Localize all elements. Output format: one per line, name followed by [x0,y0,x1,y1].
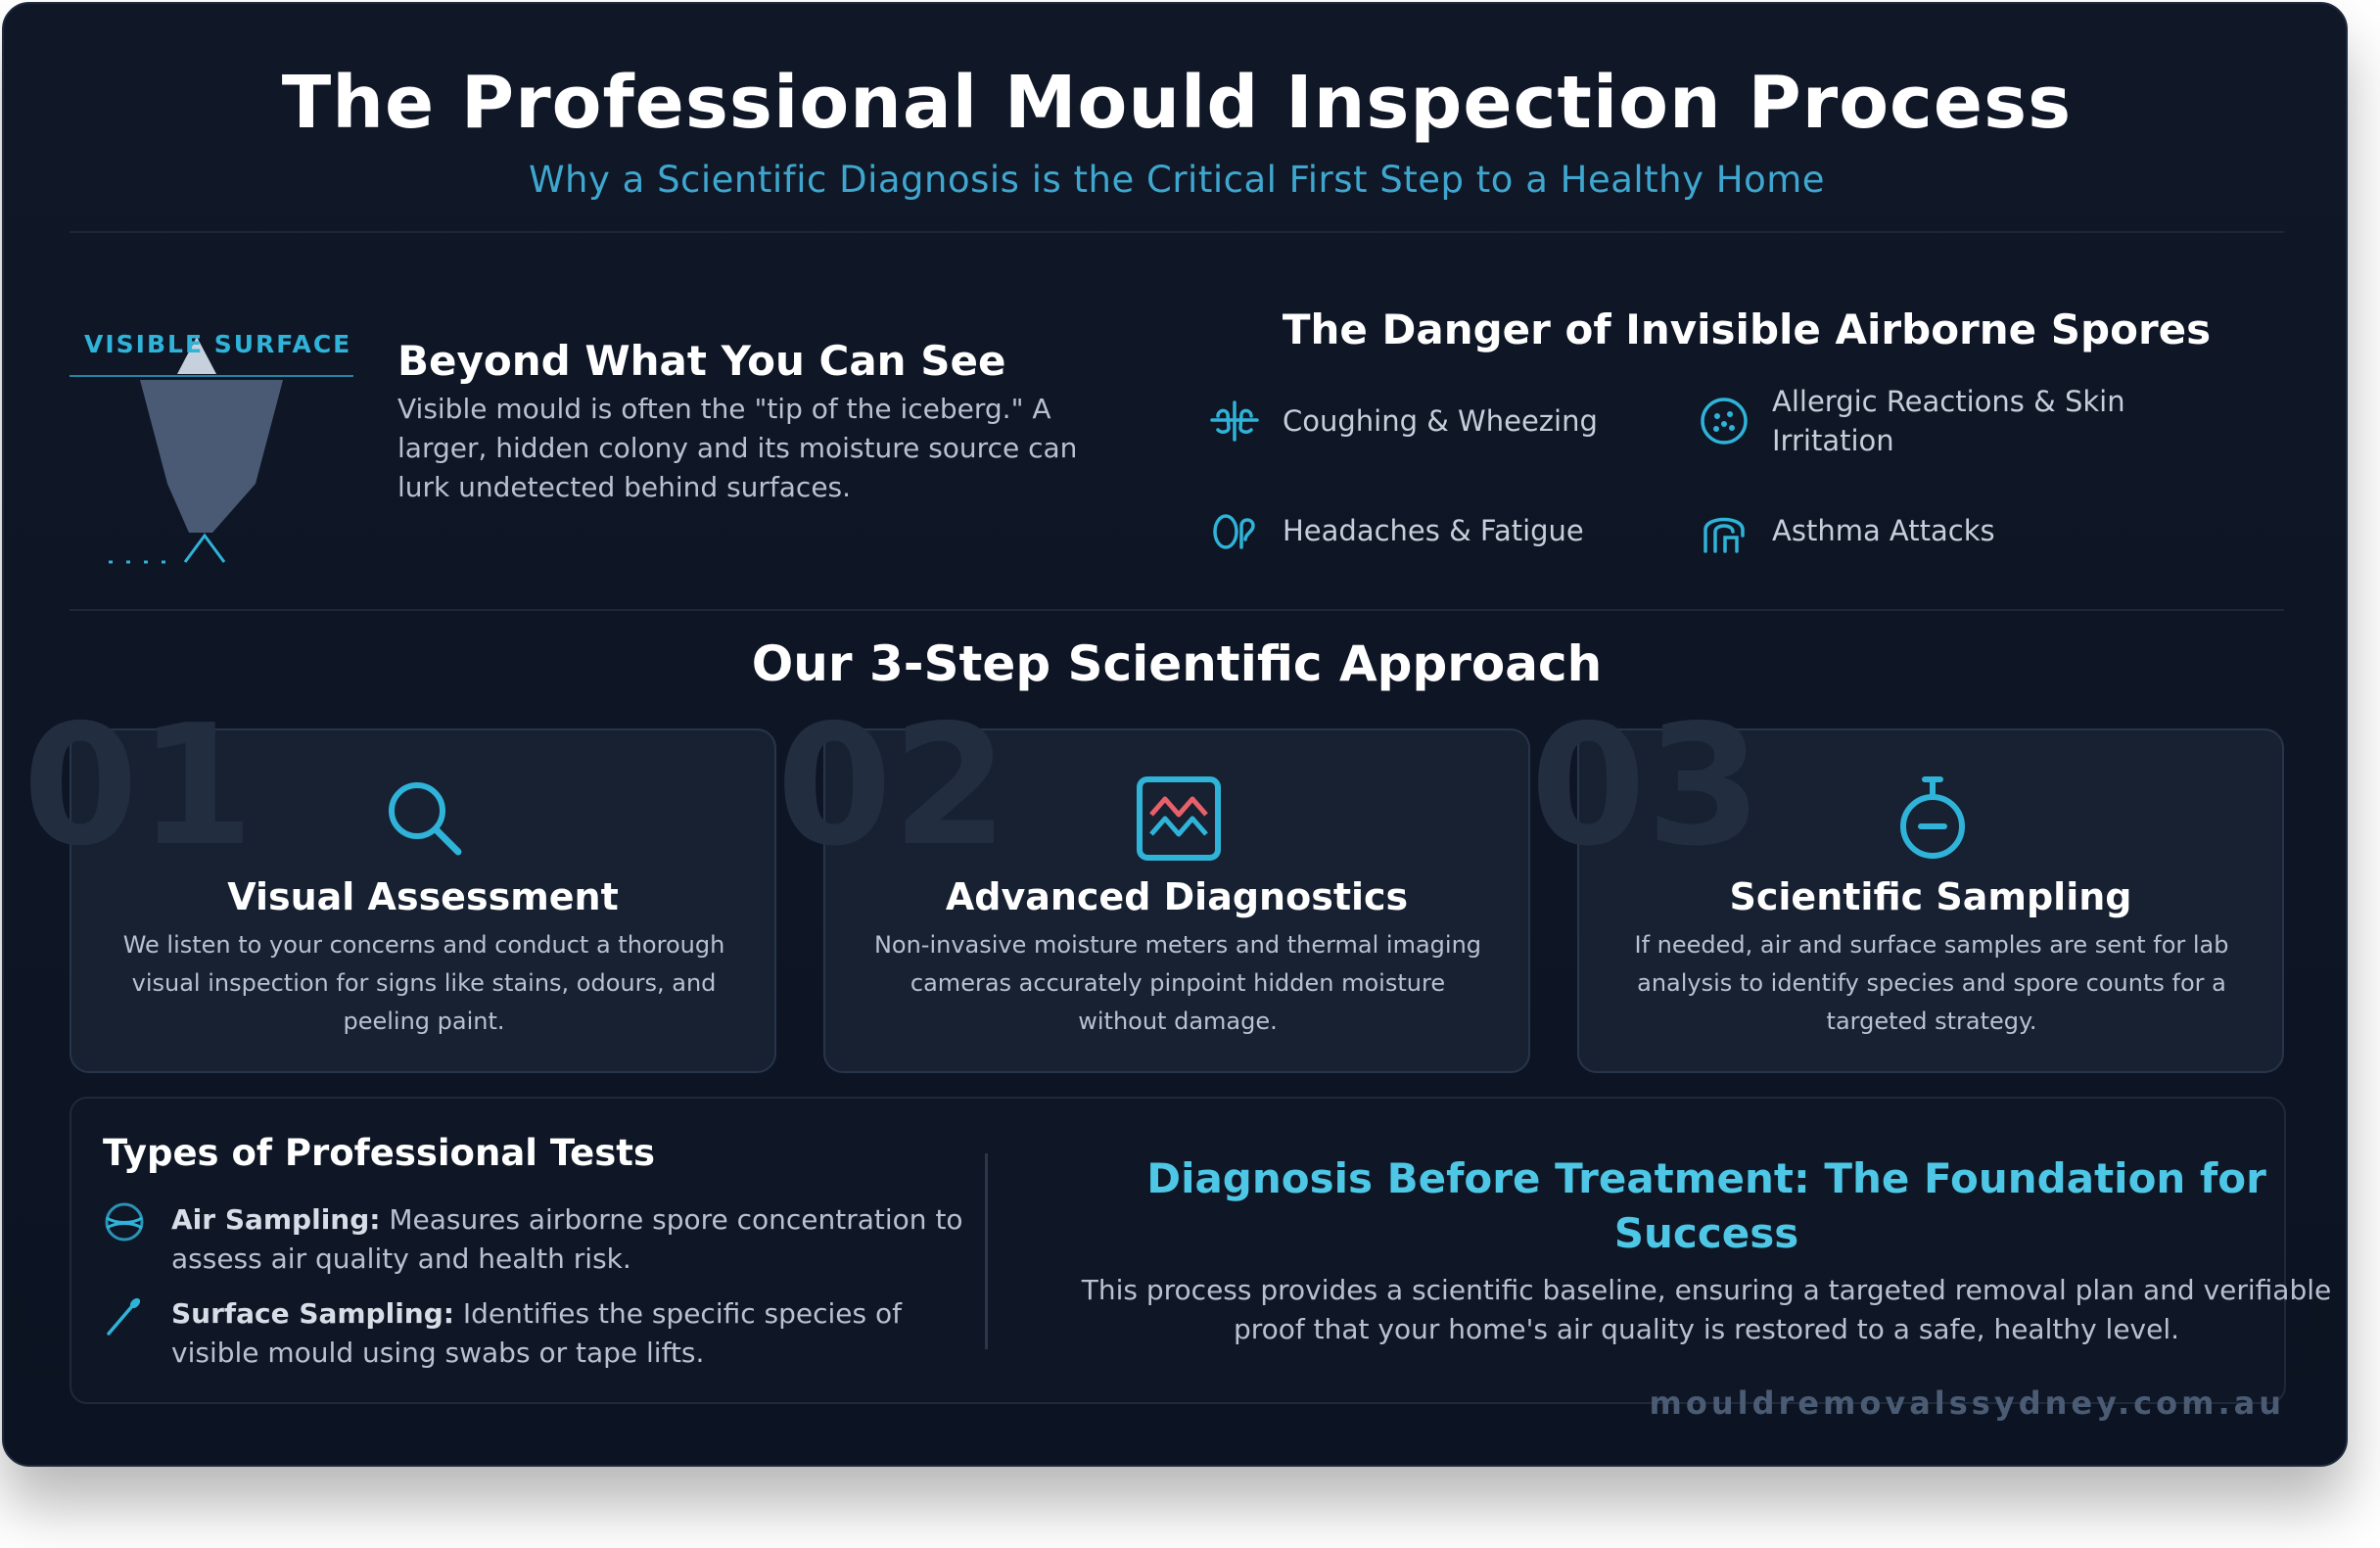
divider [70,231,2284,233]
website-url: mouldremovalssydney.com.au [1649,1384,2285,1422]
page-subtitle: Why a Scientific Diagnosis is the Critic… [528,159,1826,201]
test-text: Identifies the specific species of visib… [171,1297,902,1369]
symptom-label: Allergic Reactions & Skin Irritation [1772,385,2125,457]
infographic-card: The Professional Mould Inspection Proces… [2,2,2348,1467]
thermal-chart-icon [1137,776,1221,861]
diagnosis-heading: Diagnosis Before Treatment: The Foundati… [1146,1154,2266,1257]
head-pain-icon [1213,514,1255,549]
iceberg-icon [70,337,353,564]
danger-heading: The Danger of Invisible Airborne Spores [1282,305,2212,353]
list-item: Asthma Attacks [1698,495,2148,566]
beyond-text: Visible mould is often the "tip of the i… [397,393,1078,503]
diagnosis-text: This process provides a scientific basel… [1081,1274,2332,1345]
list-item: Surface Sampling: Identifies the specifi… [103,1294,964,1373]
test-name: Air Sampling: [171,1203,381,1236]
symptom-list: Coughing & Wheezing Allergic Reactions &… [1208,385,2148,566]
lungs-icon [1210,400,1259,442]
allergy-icon [1701,398,1748,445]
list-item: Coughing & Wheezing [1208,386,1658,456]
step-number: 02 [776,689,1008,883]
step-number: 03 [1530,689,1762,883]
panel-divider [985,1153,988,1349]
air-sample-icon [105,1202,144,1242]
tests-heading: Types of Professional Tests [103,1132,655,1174]
swab-icon [107,1297,141,1336]
test-description: Surface Sampling: Identifies the specifi… [171,1294,964,1373]
list-item: Headaches & Fatigue [1208,495,1658,566]
step-text: We listen to your concerns and conduct a… [122,931,725,1035]
page-title: The Professional Mould Inspection Proces… [281,61,2073,145]
test-text: Measures airborne spore concentration to… [171,1203,963,1275]
symptom-label: Coughing & Wheezing [1283,404,1598,438]
visible-surface-label: VISIBLE SURFACE [84,330,352,358]
list-item: Allergic Reactions & Skin Irritation [1698,385,2148,457]
bottom-panel: Types of Professional Tests Air Sampling… [70,1097,2331,1404]
step-text: Non-invasive moisture meters and thermal… [873,931,1482,1035]
flask-icon [1900,776,1965,859]
step-title: Advanced Diagnostics [945,875,1409,918]
step-text: If needed, air and surface samples are s… [1634,931,2229,1035]
symptom-label: Headaches & Fatigue [1283,514,1584,547]
step-card-3: 03 Scientific Sampling If needed, air an… [1530,703,2284,1073]
step-card-1: 01 Visual Assessment We listen to your c… [23,703,776,1073]
step-title: Visual Assessment [227,875,619,918]
test-description: Air Sampling: Measures airborne spore co… [171,1200,964,1279]
step-title: Scientific Sampling [1729,875,2132,918]
step-number: 01 [23,689,255,883]
magnifier-icon [389,782,462,856]
list-item: Air Sampling: Measures airborne spore co… [103,1200,964,1279]
steps-heading: Our 3-Step Scientific Approach [751,635,1603,692]
test-name: Surface Sampling: [171,1297,454,1330]
asthma-icon [1703,517,1745,553]
beyond-heading: Beyond What You Can See [397,337,1006,385]
divider [70,609,2284,611]
symptom-label: Asthma Attacks [1772,514,1995,547]
step-card-2: 02 Advanced Diagnostics Non-invasive moi… [776,703,1530,1073]
